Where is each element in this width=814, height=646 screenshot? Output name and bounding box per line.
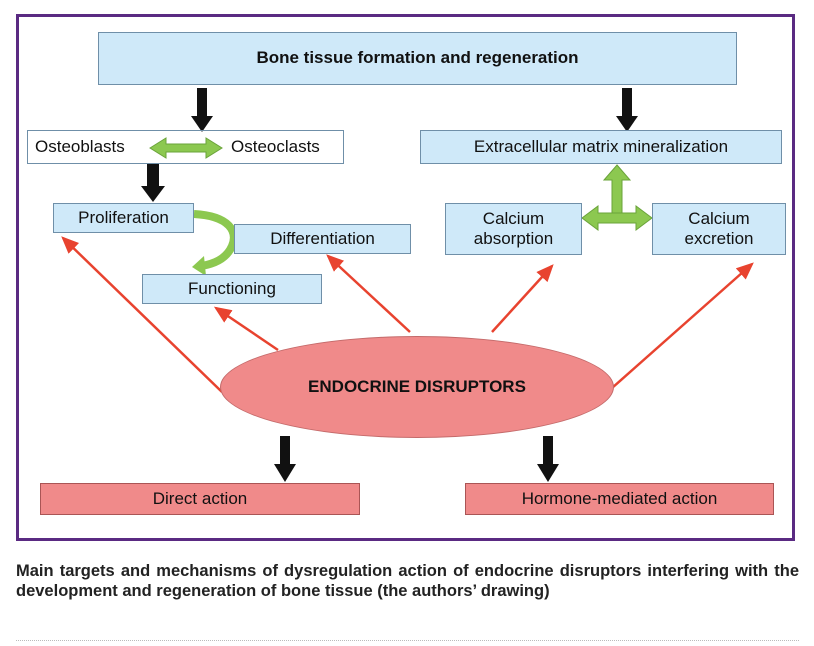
black-arrow-title-osteo [191, 88, 213, 132]
calcium-excretion-box: Calcium excretion [652, 203, 786, 255]
calcium-excretion-line2: excretion [684, 229, 754, 248]
red-arrow-proliferation [61, 236, 223, 393]
direct-action-box: Direct action [40, 483, 360, 515]
green-double-arrow-osteo [149, 137, 223, 159]
figure-caption: Main targets and mechanisms of dysregula… [16, 562, 799, 600]
black-arrow-title-ecm [616, 88, 638, 132]
direct-action-label: Direct action [152, 488, 248, 508]
differentiation-label: Differentiation [270, 228, 375, 248]
black-arrow-direct-action [274, 436, 296, 482]
endocrine-disruptors-label: ENDOCRINE DISRUPTORS [308, 377, 526, 396]
ecm-label: Extracellular matrix mineralization [473, 136, 729, 156]
green-tri-arrow-calcium [581, 164, 653, 231]
proliferation-box: Proliferation [53, 203, 194, 233]
functioning-label: Functioning [188, 278, 276, 298]
calcium-absorption-line1: Calcium [482, 208, 545, 228]
differentiation-box: Differentiation [234, 224, 411, 254]
functioning-box: Functioning [142, 274, 322, 304]
red-arrow-differentiation [326, 254, 411, 333]
black-arrow-hormone-action [537, 436, 559, 482]
calcium-excretion-line1: Calcium [688, 208, 750, 228]
bone-tissue-title-box: Bone tissue formation and regeneration [98, 32, 737, 85]
red-arrow-functioning [213, 306, 279, 352]
hormone-action-label: Hormone-mediated action [521, 488, 718, 508]
hormone-action-box: Hormone-mediated action [465, 483, 774, 515]
calcium-absorption-box: Calcium absorption [445, 203, 582, 255]
osteo-box [27, 130, 344, 164]
black-arrow-osteo-proliferation [141, 164, 165, 202]
ecm-box: Extracellular matrix mineralization [420, 130, 782, 164]
calcium-absorption-line2: absorption [473, 229, 554, 248]
red-arrows [61, 236, 754, 393]
bone-tissue-title: Bone tissue formation and regeneration [256, 48, 579, 68]
proliferation-label: Proliferation [78, 207, 169, 227]
red-arrow-calcium-excretion [611, 262, 754, 389]
red-arrow-calcium-absorption [491, 264, 554, 333]
endocrine-disruptors-ellipse: ENDOCRINE DISRUPTORS [220, 336, 614, 438]
green-curved-arrow [192, 210, 238, 276]
osteoblasts-label: Osteoblasts [35, 137, 125, 156]
osteoclasts-label: Osteoclasts [231, 137, 320, 156]
caption-divider [16, 640, 799, 641]
